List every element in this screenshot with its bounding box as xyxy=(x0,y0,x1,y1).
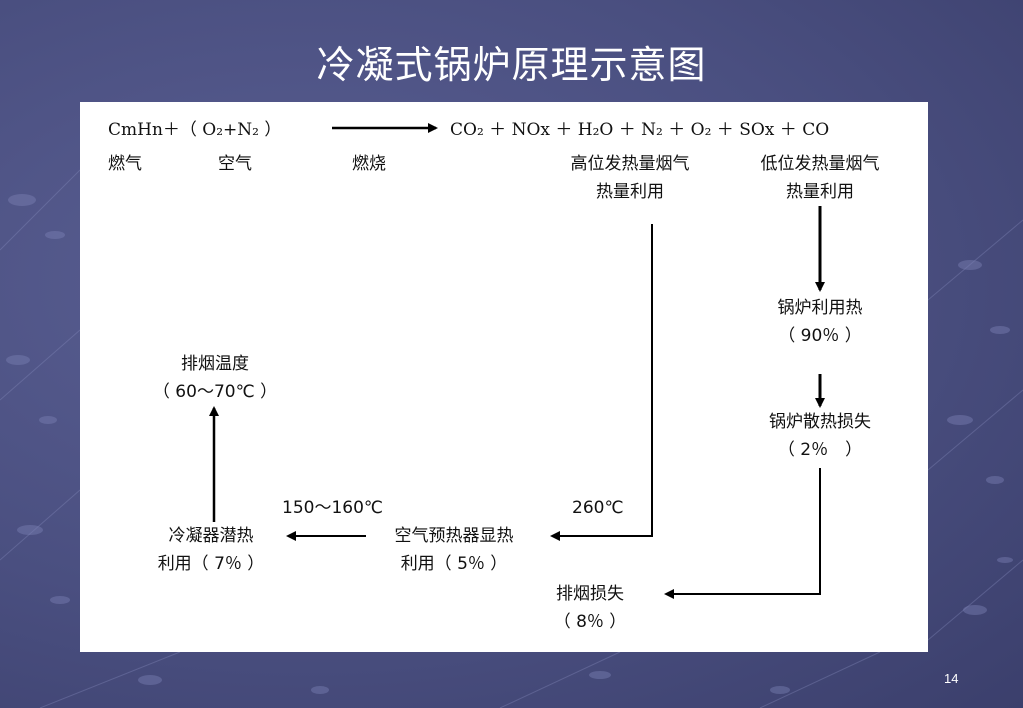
label-exhaust-loss: 排烟损失 xyxy=(556,584,624,604)
label-boiler-use: 锅炉利用热 xyxy=(777,298,863,318)
equation-reactants: CmHn＋（ O₂+N₂ ） xyxy=(108,120,282,140)
label-condenser-pct: 利用（ 7％ ） xyxy=(157,554,265,574)
label-boiler-loss: 锅炉散热损失 xyxy=(769,412,871,432)
label-combustion: 燃烧 xyxy=(352,154,386,174)
label-exhaust-loss-pct: （ 8％ ） xyxy=(553,612,627,632)
label-temp-260: 260℃ xyxy=(572,498,624,518)
label-boiler-use-pct: （ 90％ ） xyxy=(778,326,862,346)
slide-title: 冷凝式锅炉原理示意图 xyxy=(316,43,707,87)
label-preheater-pct: 利用（ 5％ ） xyxy=(400,554,508,574)
label-preheater: 空气预热器显热 xyxy=(394,526,514,546)
flow-arrows xyxy=(209,123,825,599)
page-number: 14 xyxy=(944,671,959,686)
label-hhv-use: 热量利用 xyxy=(596,182,664,202)
label-air: 空气 xyxy=(218,154,252,174)
label-exhaust-temp: 排烟温度 xyxy=(181,354,249,374)
label-temp-150-160: 150～160℃ xyxy=(282,498,383,518)
label-condenser: 冷凝器潜热 xyxy=(168,526,254,546)
label-fuel: 燃气 xyxy=(108,154,142,174)
label-lhv-use: 热量利用 xyxy=(786,182,854,202)
label-hhv: 高位发热量烟气 xyxy=(570,154,690,174)
label-exhaust-temp-range: （ 60～70℃ ） xyxy=(152,382,278,402)
label-lhv: 低位发热量烟气 xyxy=(760,154,880,174)
equation-products: CO₂ ＋ NOx ＋ H₂O ＋ N₂ ＋ O₂ ＋ SOx ＋ CO xyxy=(450,120,830,140)
arrow-loss-to-exhaust xyxy=(664,468,821,599)
label-boiler-loss-pct: （ 2％ ） xyxy=(777,440,863,460)
diagram-panel: CmHn＋（ O₂+N₂ ） CO₂ ＋ NOx ＋ H₂O ＋ N₂ ＋ O₂… xyxy=(80,102,928,652)
arrow-hhv-to-preheater xyxy=(550,224,653,541)
